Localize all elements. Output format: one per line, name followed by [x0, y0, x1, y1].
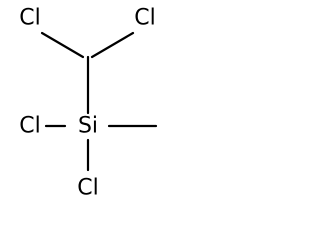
atom-silicon: Si [78, 114, 98, 139]
atom-cl-top-left: Cl [19, 6, 40, 31]
atom-cl-bottom: Cl [77, 176, 98, 201]
bond-cl-top-left-to-carbon [40, 31, 85, 59]
chemical-structure-diagram: Cl Cl Cl Si Cl [19, 6, 158, 201]
bond-cl-top-right-to-carbon [90, 31, 135, 59]
atom-cl-top-right: Cl [134, 6, 155, 31]
atom-cl-left: Cl [19, 114, 40, 139]
